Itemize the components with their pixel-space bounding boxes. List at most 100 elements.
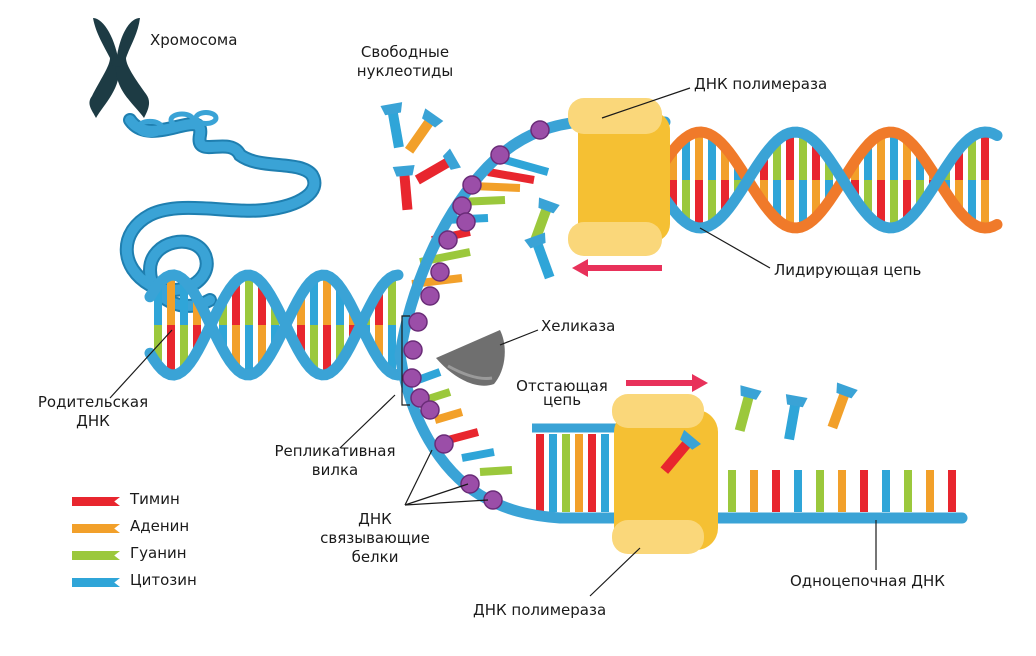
free-nucleotide: [404, 108, 444, 154]
dna-polymerase-top-shape: [568, 98, 670, 256]
chromosome-arm: [89, 18, 120, 118]
leader-line: [109, 329, 173, 399]
binding-protein-dots: [402, 120, 550, 510]
binding-protein: [530, 120, 550, 140]
binding-protein: [434, 434, 454, 454]
dna-polymerase-bottom-shape: [612, 394, 718, 554]
nucleotide-sugar: [836, 382, 858, 399]
free-nucleotide: [660, 429, 701, 474]
free-nucleotide: [827, 382, 858, 430]
nucleotide-base: [387, 107, 404, 149]
chromosome-arm: [115, 18, 150, 118]
chromosome-centromere: [111, 57, 125, 67]
nucleotide-sugar: [380, 102, 403, 116]
base-pair-rung: [479, 466, 513, 476]
nucleotide-base: [414, 155, 455, 185]
binding-protein: [403, 340, 423, 360]
polymerase-cap: [568, 222, 662, 256]
base-pair-rung: [433, 408, 464, 424]
coil-loop: [135, 118, 165, 138]
label-leader-lines: [109, 87, 877, 597]
helix-strand: [144, 269, 404, 381]
nucleotide-sugar: [442, 148, 461, 170]
leader-line: [339, 394, 396, 449]
label-dna-polymerase-bottom: ДНК полимераза: [473, 601, 607, 619]
binding-protein: [420, 400, 440, 420]
helicase-shape: [436, 330, 505, 386]
binding-protein: [402, 368, 422, 388]
helix-strand: [659, 126, 1003, 234]
nucleotide-base: [399, 169, 413, 211]
polymerase-cap: [612, 394, 704, 428]
lower-arm-strand: [394, 349, 968, 524]
free-nucleotide: [529, 197, 560, 245]
polymerase-cap: [612, 520, 704, 554]
base-pair-rung: [446, 428, 480, 444]
free-nucleotide: [414, 148, 461, 185]
arrow-head: [572, 259, 588, 277]
free-nucleotide-shapes: [380, 102, 858, 474]
nucleotide-sugar: [422, 108, 444, 128]
legend-swatch: [72, 524, 120, 533]
binding-protein: [420, 286, 440, 306]
free-nucleotide: [734, 385, 762, 432]
nucleotide-sugar: [524, 232, 546, 249]
leader-line: [404, 449, 433, 506]
binding-protein: [452, 196, 472, 216]
binding-protein: [438, 230, 458, 250]
helicase-highlight: [447, 364, 493, 380]
legend-swatch: [72, 578, 120, 587]
free-nucleotide: [524, 232, 555, 280]
polymerase-cap: [568, 98, 662, 134]
leader-line: [601, 87, 691, 119]
base-pair-rung: [503, 156, 550, 176]
polymerase-body: [578, 112, 670, 242]
binding-protein: [490, 145, 510, 165]
arrow-head: [692, 374, 708, 392]
binding-protein: [408, 312, 428, 332]
binding-protein: [460, 474, 480, 494]
label-leading-strand: Лидирующая цепь: [774, 261, 922, 279]
leader-line: [404, 483, 469, 506]
coil-loop: [168, 111, 196, 129]
fork-bracket: [401, 315, 410, 406]
coiled-dna-strand: [119, 110, 322, 313]
nucleotide-base: [404, 115, 437, 154]
nucleotide-sugar: [785, 394, 808, 408]
chromosome-icon: [89, 18, 150, 118]
nucleotide-sugar: [740, 385, 762, 400]
leader-line: [499, 329, 539, 346]
legend-swatch: [72, 497, 120, 506]
legend-swatch: [72, 551, 120, 560]
nucleotide-base: [734, 390, 755, 432]
free-nucleotide: [380, 102, 404, 149]
label-chromosome: Хромосома: [150, 31, 238, 49]
coil-loop: [193, 110, 219, 126]
label-dna-polymerase-top: ДНК полимераза: [694, 75, 828, 93]
nucleotide-sugar: [392, 165, 415, 177]
helix-strand: [659, 126, 1003, 234]
nucleotide-base: [784, 399, 801, 441]
binding-protein: [430, 262, 450, 282]
helix-strand: [144, 269, 404, 381]
direction-arrows: [572, 259, 708, 392]
binding-protein: [456, 212, 476, 232]
nucleotide-base: [827, 388, 851, 430]
nucleotide-base: [531, 238, 555, 280]
coil-strand: [121, 115, 320, 311]
leader-line: [699, 227, 771, 269]
base-pair-rung: [461, 448, 495, 462]
nucleotide-base: [660, 436, 694, 474]
leader-line: [589, 547, 641, 597]
nucleotide-sugar: [538, 197, 560, 214]
binding-protein: [462, 175, 482, 195]
label-single-strand-dna: Одноцепочная ДНК: [790, 572, 945, 590]
free-nucleotide: [784, 394, 808, 441]
helicase-body: [436, 330, 505, 386]
